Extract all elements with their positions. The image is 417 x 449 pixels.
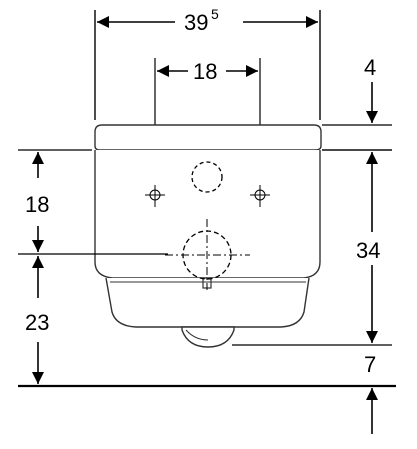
mounting-hole-right: [250, 185, 270, 207]
water-inlet-circle: [191, 161, 223, 193]
width-overall-label: 39: [184, 10, 208, 35]
toilet-body: [94, 124, 322, 348]
dimension-hole-spacing: 18: [154, 58, 261, 180]
drain-outlet: [165, 219, 250, 290]
dimension-left-stack: 18 23: [18, 149, 168, 384]
dimension-lid-offset: 4: [322, 55, 392, 151]
dimension-width-overall: 39 5: [94, 6, 321, 120]
width-overall-superscript: 5: [211, 6, 219, 22]
right-bottom-label: 7: [364, 352, 376, 377]
left-upper-label: 18: [25, 192, 49, 217]
dimension-right-stack: 34 7: [232, 149, 392, 434]
mounting-hole-left: [145, 185, 165, 207]
left-lower-label: 23: [25, 310, 49, 335]
right-height-label: 34: [356, 238, 380, 263]
hole-spacing-label: 18: [193, 59, 217, 84]
lid-offset-label: 4: [364, 55, 376, 80]
